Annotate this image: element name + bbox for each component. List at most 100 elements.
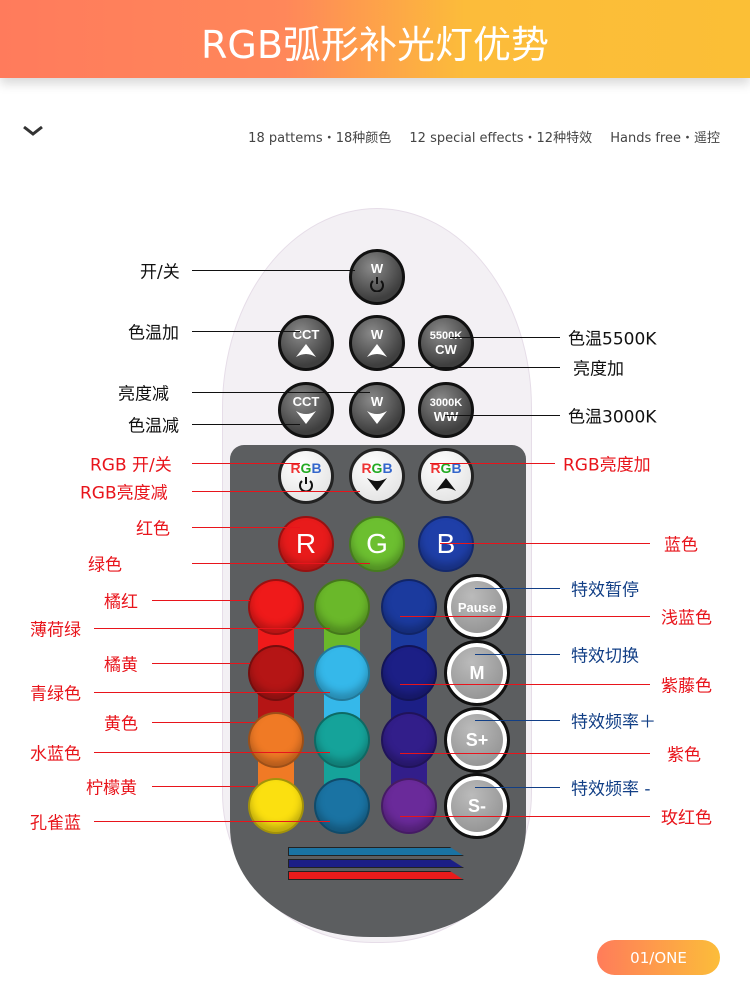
arrow-down-icon <box>367 411 387 424</box>
feature-list: 18 pattems・18种颜色 12 special effects・12种特… <box>234 127 720 146</box>
blue-button[interactable]: B <box>418 516 474 572</box>
leader-line <box>94 692 330 693</box>
leader-line <box>400 616 650 617</box>
rgb-text: RGB <box>430 460 462 476</box>
page-badge[interactable]: 01/ONE <box>597 940 720 975</box>
color-button[interactable] <box>248 712 304 768</box>
leader-line <box>400 684 650 685</box>
arrow-down-icon <box>367 478 387 491</box>
decor-stripe-blue <box>288 847 464 856</box>
label-right: 蓝色 <box>664 535 698 556</box>
brightness-down-button[interactable]: W <box>349 382 405 438</box>
button-label: M <box>469 662 485 683</box>
leader-line <box>430 463 555 464</box>
button-label: W <box>370 327 384 342</box>
leader-line <box>400 753 650 754</box>
rgb-brightness-up-button[interactable]: RGB <box>418 448 474 504</box>
leader-line <box>475 654 560 655</box>
leader-line <box>192 392 370 393</box>
fx-speed-down-button[interactable]: S- <box>444 773 510 839</box>
label-right: 特效频率 - <box>571 779 651 800</box>
button-label-top: 3000K <box>429 397 463 409</box>
button-label: S+ <box>465 729 489 750</box>
button-label-bottom: WW <box>433 409 459 424</box>
button-label: S- <box>468 795 486 816</box>
power-icon <box>299 477 313 492</box>
leader-line <box>475 787 560 788</box>
label-right: 色温3000K <box>568 407 657 428</box>
color-button[interactable] <box>381 712 437 768</box>
label-right: 紫色 <box>667 745 701 766</box>
chevron-down-icon[interactable] <box>22 124 44 138</box>
label-left: 青绿色 <box>30 684 81 705</box>
color-button[interactable] <box>248 579 304 635</box>
label-left: 水蓝色 <box>30 744 81 765</box>
label-right: 亮度加 <box>573 359 624 380</box>
fx-pause-button[interactable]: Pause <box>444 574 510 640</box>
color-button[interactable] <box>381 579 437 635</box>
label-left: 橘黄 <box>104 655 138 676</box>
color-button[interactable] <box>381 778 437 834</box>
cct-up-button[interactable]: CCT <box>278 315 334 371</box>
leader-line <box>192 527 300 528</box>
label-left: 绿色 <box>88 555 122 576</box>
leader-line <box>152 722 255 723</box>
leader-line <box>450 337 560 338</box>
color-button[interactable] <box>381 645 437 701</box>
label-right: RGB亮度加 <box>563 455 651 476</box>
arrow-up-icon <box>367 344 387 357</box>
leader-line <box>152 600 250 601</box>
power-icon <box>370 277 384 292</box>
fx-speed-up-button[interactable]: S+ <box>444 707 510 773</box>
rgb-brightness-down-button[interactable]: RGB <box>349 448 405 504</box>
arrow-up-icon <box>296 344 316 357</box>
feature-remote: Hands free・遥控 <box>610 131 720 146</box>
color-button[interactable] <box>314 712 370 768</box>
label-right: 特效频率＋ <box>571 712 656 733</box>
label-right: 浅蓝色 <box>661 608 712 629</box>
label-left: 柠檬黄 <box>86 778 137 799</box>
color-button[interactable] <box>314 645 370 701</box>
color-button[interactable] <box>248 645 304 701</box>
label-left: 橘红 <box>104 592 138 613</box>
label-left: 亮度减 <box>118 384 169 405</box>
label-right: 特效切换 <box>571 646 639 667</box>
label-right: 特效暂停 <box>571 580 639 601</box>
button-label: W <box>370 394 384 409</box>
label-left: RGB亮度减 <box>80 483 168 504</box>
button-label: B <box>436 528 456 559</box>
label-left: 色温减 <box>128 416 179 437</box>
rgb-text: RGB <box>290 460 322 476</box>
leader-line <box>152 786 255 787</box>
leader-line <box>192 491 360 492</box>
leader-line <box>94 628 330 629</box>
color-button[interactable] <box>314 579 370 635</box>
fx-mode-button[interactable]: M <box>444 640 510 706</box>
white-power-button[interactable]: W <box>349 249 405 305</box>
button-label: Pause <box>457 599 497 615</box>
rgb-power-button[interactable]: RGB <box>278 448 334 504</box>
label-left: 孔雀蓝 <box>30 813 81 834</box>
leader-line <box>192 424 300 425</box>
label-right: 玫红色 <box>661 808 712 829</box>
leader-line <box>192 270 355 271</box>
leader-line <box>445 415 560 416</box>
cct-down-button[interactable]: CCT <box>278 382 334 438</box>
color-button[interactable] <box>314 778 370 834</box>
brightness-up-button[interactable]: W <box>349 315 405 371</box>
color-button[interactable] <box>248 778 304 834</box>
arrow-up-icon <box>436 478 456 491</box>
button-label: R <box>295 528 317 559</box>
leader-line <box>440 543 650 544</box>
feature-patterns: 18 pattems・18种颜色 <box>248 131 392 146</box>
green-button[interactable]: G <box>349 516 405 572</box>
leader-line <box>152 663 250 664</box>
red-button[interactable]: R <box>278 516 334 572</box>
leader-line <box>192 331 300 332</box>
label-left: 薄荷绿 <box>30 620 81 641</box>
label-right: 色温5500K <box>568 329 657 350</box>
leader-line <box>475 720 560 721</box>
decor-stripe-red <box>288 871 464 880</box>
